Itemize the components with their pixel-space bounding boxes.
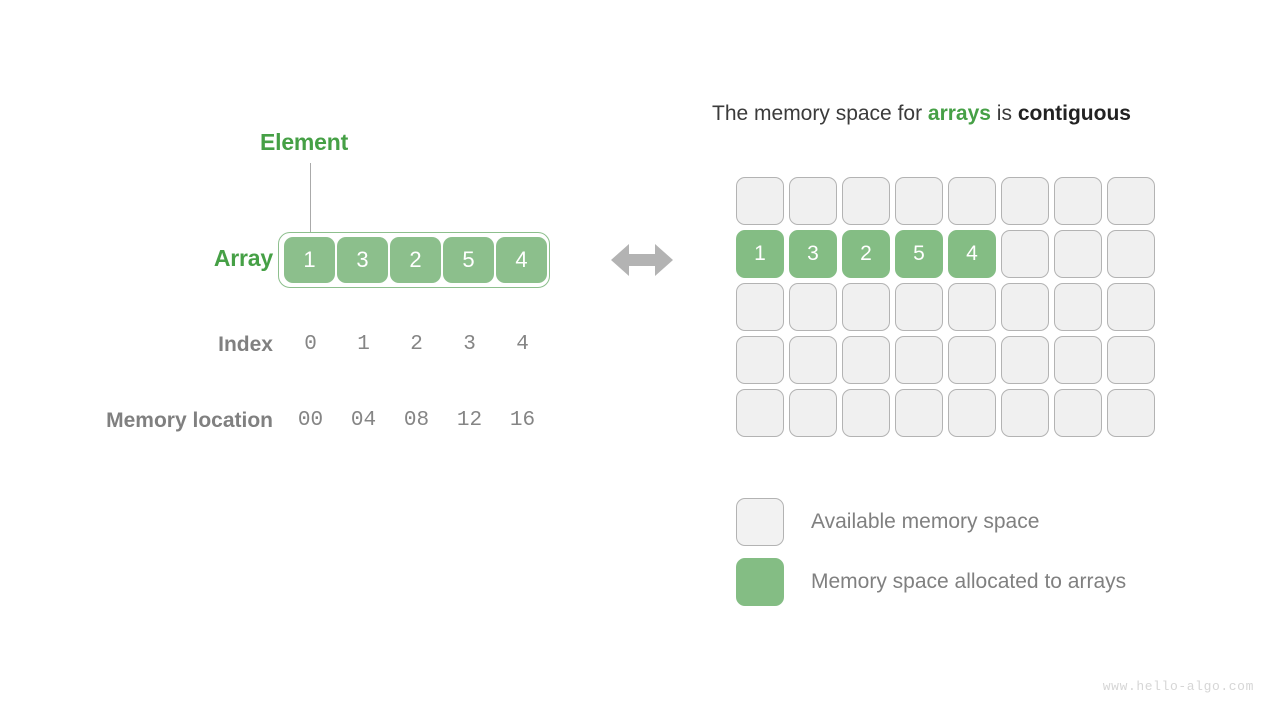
memory-cell-allocated: 1 <box>736 230 784 278</box>
memory-cell-empty <box>1054 230 1102 278</box>
memory-cell-empty <box>895 389 943 437</box>
memory-cell-empty <box>895 283 943 331</box>
memory-cell-allocated: 2 <box>842 230 890 278</box>
array-cells: 1 3 2 5 4 <box>284 237 547 283</box>
array-cell: 2 <box>390 237 441 283</box>
memory-location-value: 16 <box>509 409 536 432</box>
legend-swatch-allocated-icon <box>736 558 784 606</box>
memory-cell-empty <box>789 336 837 384</box>
memory-cell-empty <box>736 283 784 331</box>
array-cell: 3 <box>337 237 388 283</box>
memory-cell-allocated: 3 <box>789 230 837 278</box>
index-values-row: 0 1 2 3 4 <box>284 333 549 356</box>
memory-location-value: 04 <box>350 409 377 432</box>
memory-cell-empty <box>736 389 784 437</box>
memory-grid: 1 3 2 5 4 <box>736 177 1155 437</box>
double-arrow-icon <box>611 244 673 276</box>
memory-location-value: 12 <box>456 409 483 432</box>
legend-swatch-available-icon <box>736 498 784 546</box>
memory-cell-empty <box>948 177 996 225</box>
memory-cell-empty <box>736 336 784 384</box>
legend-item-available: Available memory space <box>736 492 1126 552</box>
memory-cell-empty <box>789 283 837 331</box>
row-label-index: Index <box>218 333 273 356</box>
element-callout-label: Element <box>260 129 349 155</box>
memory-location-value: 08 <box>403 409 430 432</box>
memory-title-highlight-arrays: arrays <box>927 102 991 125</box>
index-value: 2 <box>410 333 423 356</box>
array-cell: 1 <box>284 237 335 283</box>
memory-cell-empty <box>948 336 996 384</box>
watermark: www.hello-algo.com <box>1102 679 1254 694</box>
memory-cell-empty <box>842 389 890 437</box>
index-value: 0 <box>304 333 317 356</box>
index-value: 4 <box>516 333 529 356</box>
memory-cell-empty <box>789 389 837 437</box>
memory-cell-empty <box>1054 283 1102 331</box>
memory-cell-empty <box>1107 177 1155 225</box>
memory-cell-empty <box>1054 177 1102 225</box>
memory-cell-empty <box>895 336 943 384</box>
memory-cell-empty <box>1107 230 1155 278</box>
memory-cell-empty <box>1001 283 1049 331</box>
memory-cell-empty <box>1054 389 1102 437</box>
memory-cell-empty <box>1001 336 1049 384</box>
memory-cell-empty <box>1001 389 1049 437</box>
memory-cell-empty <box>1107 336 1155 384</box>
memory-cell-allocated: 5 <box>895 230 943 278</box>
memory-cell-empty <box>842 283 890 331</box>
legend: Available memory space Memory space allo… <box>736 492 1126 612</box>
memory-cell-empty <box>1107 283 1155 331</box>
memory-title: The memory space for arrays is contiguou… <box>712 102 1131 126</box>
memory-cell-empty <box>948 389 996 437</box>
memory-title-part2: is <box>990 102 1018 125</box>
memory-cell-empty <box>842 177 890 225</box>
legend-label-available: Available memory space <box>811 510 1040 533</box>
legend-item-allocated: Memory space allocated to arrays <box>736 552 1126 612</box>
memory-cell-allocated: 4 <box>948 230 996 278</box>
legend-label-allocated: Memory space allocated to arrays <box>811 570 1127 593</box>
memory-cell-empty <box>842 336 890 384</box>
row-label-memory-location: Memory location <box>106 409 273 432</box>
memory-title-part1: The memory space for <box>712 102 928 125</box>
array-cell: 4 <box>496 237 547 283</box>
row-label-array: Array <box>213 245 273 271</box>
memory-cell-empty <box>1107 389 1155 437</box>
memory-cell-empty <box>789 177 837 225</box>
memory-cell-empty <box>895 177 943 225</box>
memory-cell-empty <box>948 283 996 331</box>
memory-title-highlight-contiguous: contiguous <box>1017 102 1131 125</box>
index-value: 1 <box>357 333 370 356</box>
memory-cell-empty <box>1001 177 1049 225</box>
memory-cell-empty <box>1001 230 1049 278</box>
index-value: 3 <box>463 333 476 356</box>
memory-cell-empty <box>736 177 784 225</box>
array-cell: 5 <box>443 237 494 283</box>
memory-cell-empty <box>1054 336 1102 384</box>
memory-location-value: 00 <box>297 409 324 432</box>
element-callout-connector-line <box>310 163 311 237</box>
memory-location-values-row: 00 04 08 12 16 <box>284 409 549 432</box>
